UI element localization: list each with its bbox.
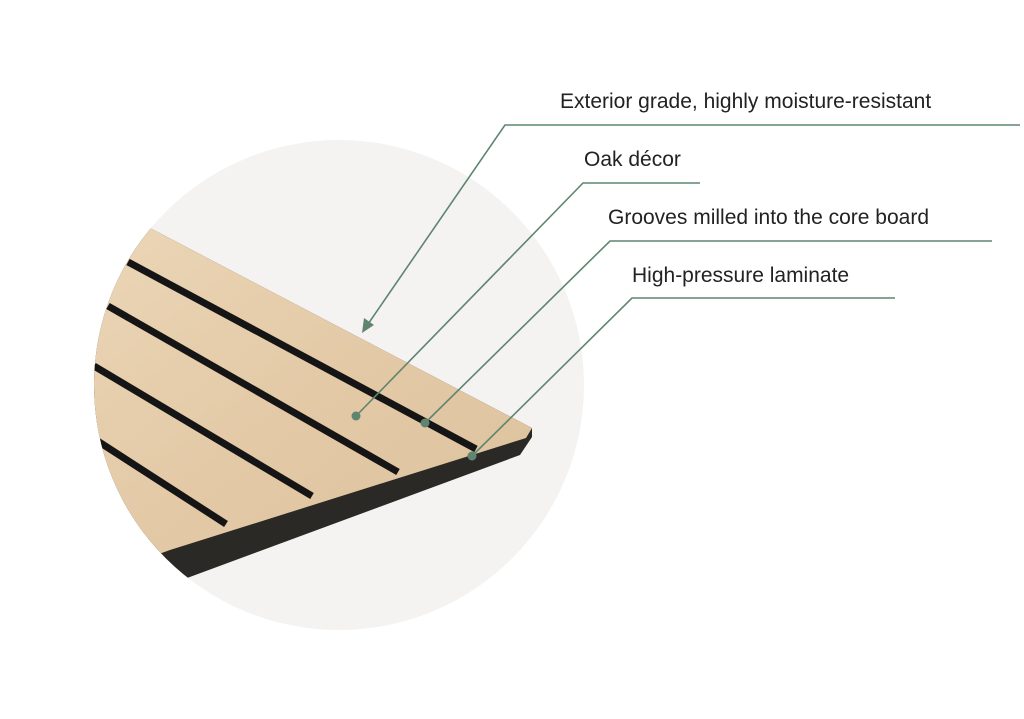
label-laminate: High-pressure laminate — [632, 264, 850, 287]
label-exterior-grade: Exterior grade, highly moisture-resistan… — [560, 90, 932, 113]
oak-decor-surface — [94, 228, 532, 590]
groove — [106, 302, 400, 476]
arrow-head-icon — [362, 318, 374, 333]
callout-dot — [420, 418, 430, 428]
callout-dot — [467, 451, 477, 461]
label-oak-decor: Oak décor — [584, 148, 681, 171]
callout-line-grooves — [424, 240, 992, 424]
callout-line-oak — [355, 182, 700, 417]
groove — [126, 258, 478, 453]
groove — [94, 362, 314, 500]
callout-dot — [351, 411, 361, 421]
callout-lines — [355, 124, 1020, 457]
grooves — [94, 258, 478, 527]
wall-panel — [94, 228, 532, 625]
callout-line-laminate — [471, 297, 895, 457]
callout-line-exterior — [365, 124, 1020, 328]
label-grooves: Grooves milled into the core board — [608, 206, 929, 229]
groove — [94, 437, 228, 527]
